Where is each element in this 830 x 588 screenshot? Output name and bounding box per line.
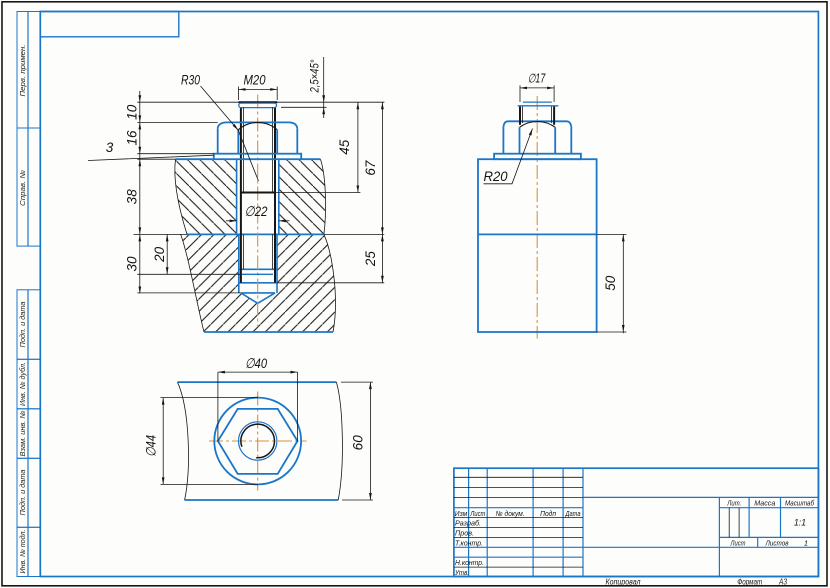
svg-text:R30: R30	[181, 73, 200, 88]
svg-text:А3: А3	[778, 577, 787, 586]
svg-text:25: 25	[363, 251, 378, 268]
svg-text:∅44: ∅44	[144, 435, 159, 457]
svg-text:Подп. и дата: Подп. и дата	[18, 302, 27, 348]
svg-text:Формат: Формат	[737, 577, 762, 586]
svg-text:1:1: 1:1	[794, 518, 806, 529]
svg-text:Утв.: Утв.	[454, 568, 469, 577]
svg-text:Перв. примен.: Перв. примен.	[18, 45, 27, 97]
svg-text:Пров.: Пров.	[455, 528, 474, 537]
svg-text:Лит.: Лит.	[727, 498, 742, 507]
svg-text:Масса: Масса	[754, 498, 775, 507]
svg-text:M20: M20	[244, 71, 266, 87]
svg-text:Листов: Листов	[765, 538, 789, 547]
svg-text:Справ. №: Справ. №	[18, 170, 27, 206]
svg-text:Разраб.: Разраб.	[455, 519, 481, 528]
svg-text:Лист: Лист	[730, 538, 746, 547]
svg-text:Н.контр.: Н.контр.	[455, 558, 484, 567]
svg-text:∅40: ∅40	[245, 355, 267, 371]
svg-text:∅17: ∅17	[528, 72, 546, 86]
svg-text:1: 1	[804, 538, 808, 547]
svg-text:Дата: Дата	[565, 509, 581, 518]
svg-text:∅22: ∅22	[245, 203, 268, 219]
svg-text:Т.контр.: Т.контр.	[455, 538, 483, 547]
svg-text:Копировал: Копировал	[606, 577, 641, 586]
svg-text:45: 45	[337, 139, 352, 155]
svg-text:R20: R20	[484, 169, 508, 184]
svg-text:Взам. инв. №: Взам. инв. №	[18, 410, 27, 456]
svg-text:38: 38	[125, 189, 140, 205]
svg-text:3: 3	[106, 140, 114, 155]
svg-text:Подп. и дата: Подп. и дата	[18, 470, 27, 516]
svg-text:Подп: Подп	[540, 509, 556, 518]
svg-text:20: 20	[152, 246, 167, 263]
svg-text:10: 10	[125, 104, 140, 120]
svg-text:№ докум.: № докум.	[496, 509, 525, 518]
svg-text:50: 50	[603, 275, 618, 291]
svg-text:Лист: Лист	[470, 509, 486, 518]
svg-text:Инв. № дубл.: Инв. № дубл.	[18, 362, 27, 406]
svg-text:Масштаб: Масштаб	[785, 498, 815, 507]
svg-text:60: 60	[351, 435, 366, 451]
svg-text:2,5×45°: 2,5×45°	[310, 59, 322, 93]
svg-text:Изм: Изм	[455, 509, 468, 518]
svg-text:16: 16	[125, 130, 140, 146]
svg-text:67: 67	[363, 160, 378, 176]
svg-text:30: 30	[125, 256, 140, 272]
svg-text:Инв. № подл.: Инв. № подл.	[18, 530, 27, 574]
